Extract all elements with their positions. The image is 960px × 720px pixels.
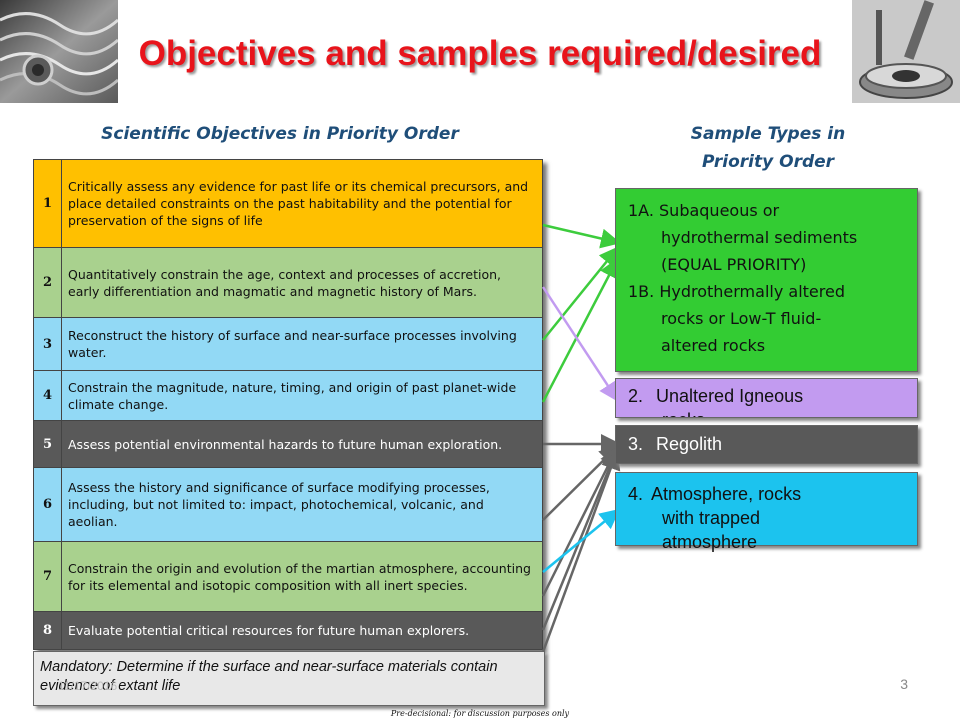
mandatory-objective-text: Mandatory: Determine if the surface and … [40,659,498,694]
objective-text: Constrain the magnitude, nature, timing,… [61,370,543,421]
objective-number: 3 [33,317,62,371]
sample-2-label: Unaltered Igneous [656,386,804,406]
slide-page-number: 3 [900,676,908,692]
arrow-obj2-to-sample2 [541,286,619,403]
objective-text: Assess potential environmental hazards t… [61,420,543,468]
sample-1a-line2: hydrothermal sediments [661,228,858,247]
sample-2-box: 2. Unaltered Igneous rocks [615,378,918,418]
sample-1a-line3: (EQUAL PRIORITY) [661,255,807,274]
objective-number: 6 [33,467,62,542]
sample-2-number: 2. [628,386,644,406]
objective-number: 4 [33,370,62,421]
sample-1b-line3: altered rocks [661,336,766,355]
objectives-heading: Scientific Objectives in Priority Order [101,124,459,144]
samples-heading-line2: Priority Order [701,152,835,172]
sample-3-number: 3. [628,434,644,454]
objective-text: Reconstruct the history of surface and n… [61,317,543,371]
sample-4-box: 4. Atmosphere, rocks with trapped atmosph… [615,472,918,552]
objective-text: Constrain the origin and evolution of th… [61,541,543,612]
sample-1b-line1: 1B. Hydrothermally altered [628,282,845,301]
objective-text: Quantitatively constrain the age, contex… [61,247,543,318]
lab-sample-photo [852,0,960,103]
arrow-obj7-to-sample3 [541,445,619,597]
sample-4-line3: atmosphere [662,532,758,552]
samples-heading: Sample Types in Priority Order [618,120,918,176]
arrow-obj3-to-sample1 [542,246,620,341]
sample-1a-line1: 1A. Subaqueous or [628,201,780,220]
sample-3-label: Regolith [656,434,723,454]
predecisional-footer: Pre-decisional: for discussion purposes … [390,709,570,718]
sample-4-line1: Atmosphere, rocks [651,484,802,504]
objective-number: 7 [33,541,62,612]
objective-text: Assess the history and significance of s… [61,467,543,542]
arrow-obj6-to-sample3 [542,444,620,521]
sample-4-line2: with trapped [662,508,761,528]
objective-text: Critically assess any evidence for past … [61,159,543,248]
objective-number: 5 [33,420,62,468]
arrow-obj1-to-sample1 [542,223,621,249]
sample-3-box: 3. Regolith [615,425,918,464]
slide-title: Objectives and samples required/desired [138,34,822,73]
samples-heading-line1: Sample Types in [690,124,846,144]
arrow-obj4-to-sample1 [541,257,619,403]
sample-4-number: 4. [628,484,644,504]
objective-number: 8 [33,611,62,650]
mandatory-objective-box: Mandatory: Determine if the surface and … [33,651,545,706]
sample-1b-line2: rocks or Low-T fluid- [661,309,822,328]
rock-surface-photo [0,0,118,103]
objective-number: 2 [33,247,62,318]
objective-text: Evaluate potential critical resources fo… [61,611,543,650]
slide-date: 11/17/2016 [58,679,118,693]
sample-2-overflow-text: rocks [662,410,705,417]
sample-1-box: 1A. Subaqueous or hydrothermal sediments… [615,188,918,372]
arrow-obj8-to-sample3 [541,447,620,631]
arrow-mandatory-to-sample3 [541,449,621,653]
objective-number: 1 [33,159,62,248]
arrow-obj7-to-sample4 [542,508,620,573]
